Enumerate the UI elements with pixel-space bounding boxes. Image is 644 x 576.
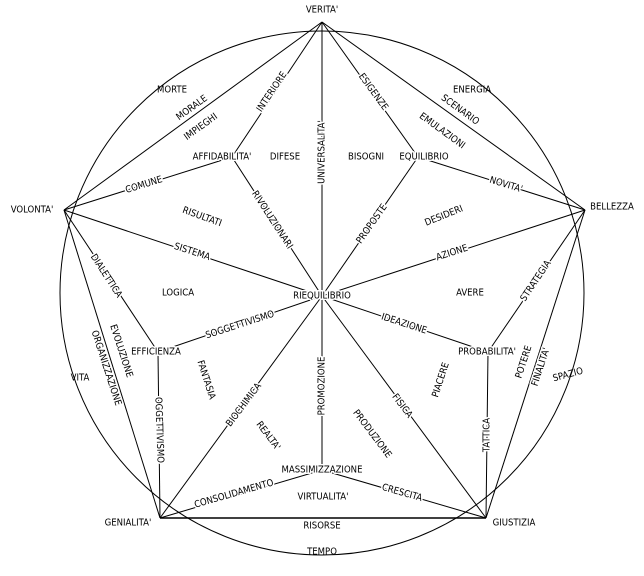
center-label: RIEQUILIBRIO xyxy=(293,291,351,302)
line-probabilita-center xyxy=(321,295,489,353)
edge-genialita-volonta xyxy=(63,209,161,519)
spoke-giustizia xyxy=(321,295,487,519)
label-comune: COMUNE xyxy=(124,174,164,196)
line-bellezza-probabilita xyxy=(487,209,586,353)
label-ideazione: IDEAZIONE xyxy=(380,311,428,336)
label-soggettivismo: SOGGETTIVISMO xyxy=(204,309,276,342)
line-massimizzazione-genialita xyxy=(159,469,323,519)
label-promozione: PROMOZIONE xyxy=(317,357,328,416)
vertex-volonta: VOLONTA' xyxy=(11,205,54,216)
label-azione: AZIONE xyxy=(435,243,470,264)
label-risorse: RISORSE xyxy=(303,521,340,532)
label-fantasia: FANTASIA xyxy=(195,359,218,401)
line-affidabilita-center xyxy=(231,156,323,297)
label-desideri: DESIDERI xyxy=(423,203,465,228)
line-equilibrio-center xyxy=(321,156,419,297)
line-affidabilita-verita xyxy=(231,21,323,158)
label-probabilita: PROBABILITA' xyxy=(458,347,516,358)
label-efficienza: EFFICIENZA xyxy=(131,347,181,358)
label-morte: MORTE xyxy=(157,85,187,96)
label-esigenze: ESIGENZE xyxy=(356,71,390,112)
label-finalita: FINALITA' xyxy=(530,346,553,387)
line-efficienza-volonta xyxy=(63,209,159,353)
label-energia: ENERGIA xyxy=(453,85,491,96)
spoke-volonta xyxy=(63,209,323,297)
line-efficienza-center xyxy=(157,295,323,353)
vertex-verita: VERITA' xyxy=(306,5,338,16)
label-proposte: PROPOSTE xyxy=(354,202,389,246)
label-interiore: INTERIORE xyxy=(255,70,290,114)
label-novita: NOVITA' xyxy=(488,175,524,195)
label-tempo: TEMPO xyxy=(306,547,337,558)
label-affidabilita: AFFIDABILITA' xyxy=(193,152,252,163)
label-massimizzazione: MASSIMIZZAZIONE xyxy=(282,465,363,476)
line-verita-equilibrio xyxy=(321,21,419,158)
label-oggettivismo: OGGETTIVISMO xyxy=(152,397,165,464)
vertex-giustizia: GIUSTIZIA xyxy=(493,518,536,529)
label-bisogni: BISOGNI xyxy=(348,152,384,163)
line-giustizia-massimizzazione xyxy=(321,469,487,519)
label-logica: LOGICA xyxy=(162,288,194,299)
label-equilibrio: EQUILIBRIO xyxy=(399,152,448,163)
line-volonta-affidabilita xyxy=(63,156,233,211)
spoke-genialita xyxy=(159,295,323,519)
line-probabilita-giustizia xyxy=(485,351,489,519)
label-crescita: CRESCITA xyxy=(381,482,424,504)
edge-volonta-verita xyxy=(63,21,323,211)
label-risultati: RISULTATI xyxy=(181,205,223,229)
label-produzione: PRODUZIONE xyxy=(350,408,393,460)
vertex-genialita: GENIALITA' xyxy=(105,518,152,529)
line-genialita-efficienza xyxy=(157,351,161,519)
label-rivoluzionari: RIVOLUZIONARI xyxy=(249,189,295,251)
label-difese: DIFESE xyxy=(270,152,300,163)
vertex-bellezza: BELLEZZA xyxy=(590,202,634,213)
label-virtualita: VIRTUALITA' xyxy=(298,492,349,503)
edge-verita-bellezza xyxy=(321,21,586,211)
line-equilibrio-bellezza xyxy=(417,156,586,211)
label-avere: AVERE xyxy=(456,288,484,299)
label-sistema: SISTEMA xyxy=(173,241,212,263)
label-tattica: TATTICA xyxy=(482,418,493,453)
label-universalita: UNIVERSALITA' xyxy=(317,120,328,184)
label-vita: VITA xyxy=(71,373,90,384)
label-strategia: STRATEGIA xyxy=(518,258,553,303)
label-consolidamento: CONSOLIDAMENTO xyxy=(193,477,275,510)
label-fisica: FISICA xyxy=(389,392,414,420)
label-realta: REALTA' xyxy=(254,419,283,452)
edge-bellezza-giustizia xyxy=(485,209,586,519)
label-piacere: PIACERE xyxy=(430,361,452,399)
label-emulazioni: EMULAZIONI xyxy=(417,111,467,152)
label-potere: POTERE xyxy=(514,344,535,380)
spoke-bellezza xyxy=(321,209,586,297)
label-dialettica: DIALETTICA xyxy=(88,252,124,300)
